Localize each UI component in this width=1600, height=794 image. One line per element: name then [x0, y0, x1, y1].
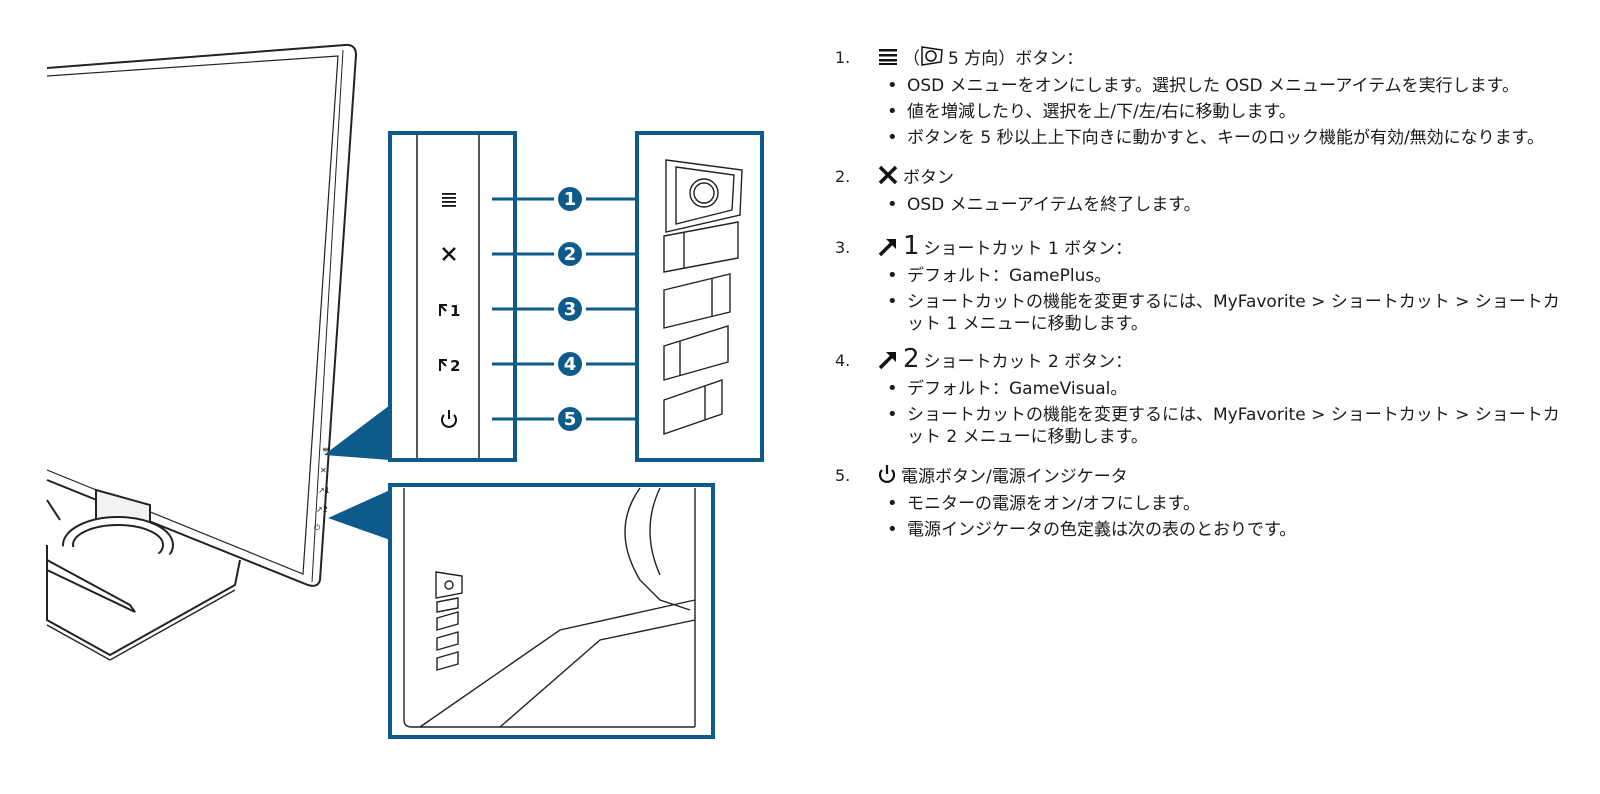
- bullet-item: モニターの電源をオン/オフにします。: [887, 493, 1565, 515]
- title-paren: （: [903, 48, 920, 69]
- bullet-list: OSD メニューアイテムを終了します。: [835, 194, 1565, 216]
- bullet-item: OSD メニューアイテムを終了します。: [887, 194, 1565, 216]
- bullet-item: OSD メニューをオンにします。選択した OSD メニューアイテムを実行します。: [887, 75, 1565, 97]
- item-title-row: 2 ショートカット 2 ボタン：: [877, 343, 1132, 375]
- monitor-controls-diagram: ≡ ✕ ↗1 ↗2 ⏻ 1 2: [46, 43, 764, 739]
- five-way-joystick-icon: [665, 159, 743, 233]
- item-number: 5.: [835, 466, 851, 485]
- bullet-item: ショートカットの機能を変更するには、MyFavorite > ショートカット >…: [887, 291, 1565, 335]
- item-head: 5. 電源ボタン/電源インジケータ: [835, 458, 1565, 490]
- shortcut-icon: [877, 348, 899, 370]
- side-shortcut2-label: ↗2: [316, 505, 328, 514]
- callout-badges: 1 2 3 4 5: [554, 183, 586, 435]
- item-number: 1.: [835, 48, 851, 67]
- item-head: 4. 2 ショートカット 2 ボタン：: [835, 343, 1565, 375]
- monitor-illustration: [46, 43, 358, 661]
- bullet-item: 値を増減したり、選択を上/下/左/右に移動します。: [887, 101, 1565, 123]
- item-title-row: ボタン: [877, 159, 954, 191]
- physical-buttons-panel: [635, 131, 764, 462]
- item-title-row: 電源ボタン/電源インジケータ: [877, 458, 1128, 490]
- item-title: ショートカット 1 ボタン：: [923, 238, 1133, 259]
- bullet-item: ボタンを 5 秒以上上下向きに動かすと、キーのロック機能が有効/無効になります。: [887, 127, 1565, 149]
- shortcut-1-icon: 1: [439, 302, 460, 320]
- menu-icon: [877, 47, 899, 65]
- svg-text:2: 2: [450, 357, 460, 375]
- zoom-wedge-lower: [328, 490, 390, 540]
- bullet-list: デフォルト：GamePlus。 ショートカットの機能を変更するには、MyFavo…: [835, 265, 1565, 335]
- bullet-item: デフォルト：GameVisual。: [887, 378, 1565, 400]
- shortcut-2-icon: 2: [439, 357, 460, 375]
- item-number: 4.: [835, 351, 851, 370]
- item-number: 2.: [835, 167, 851, 186]
- side-menu-label: ≡: [322, 445, 329, 454]
- callout-4: 4: [564, 354, 577, 375]
- power-icon: [877, 463, 897, 485]
- item-close-button: 2. ボタン OSD メニューアイテムを終了します。: [835, 159, 1565, 216]
- item-title-row: 1 ショートカット 1 ボタン：: [877, 230, 1132, 262]
- callout-3: 3: [564, 299, 577, 320]
- item-title: ボタン: [903, 167, 954, 188]
- power-icon: [441, 410, 457, 428]
- shortcut-number: 2: [903, 344, 920, 374]
- bullet-item: デフォルト：GamePlus。: [887, 265, 1565, 287]
- item-shortcut-2-button: 4. 2 ショートカット 2 ボタン： デフォルト：GameVisual。 ショ…: [835, 343, 1565, 448]
- button-descriptions: 1. （ 5 方向）ボタン： OSD メニューをオンにします。選択した OSD …: [835, 40, 1565, 545]
- close-icon: [877, 164, 899, 186]
- button-label-panel: 1 2: [388, 131, 517, 462]
- bullet-list: デフォルト：GameVisual。 ショートカットの機能を変更するには、MyFa…: [835, 378, 1565, 448]
- item-title: ショートカット 2 ボタン：: [923, 351, 1133, 372]
- monitor-side-buttons: ≡ ✕ ↗1 ↗2 ⏻: [314, 445, 330, 532]
- item-number: 3.: [835, 238, 851, 257]
- bullet-item: 電源インジケータの色定義は次の表のとおりです。: [887, 519, 1565, 541]
- side-close-label: ✕: [320, 466, 327, 475]
- item-title-row: （ 5 方向）ボタン：: [877, 40, 1083, 72]
- shortcut-number: 1: [903, 231, 920, 261]
- item-title: 電源ボタン/電源インジケータ: [901, 466, 1128, 487]
- item-head: 3. 1 ショートカット 1 ボタン：: [835, 230, 1565, 262]
- item-shortcut-1-button: 3. 1 ショートカット 1 ボタン： デフォルト：GamePlus。 ショート…: [835, 230, 1565, 335]
- item-menu-button: 1. （ 5 方向）ボタン： OSD メニューをオンにします。選択した OSD …: [835, 40, 1565, 149]
- zoom-wedge-upper: [324, 405, 390, 460]
- menu-icon: [442, 193, 456, 207]
- five-way-joystick-icon: [920, 45, 944, 67]
- bullet-list: OSD メニューをオンにします。選択した OSD メニューアイテムを実行します。…: [835, 75, 1565, 149]
- callout-2: 2: [564, 244, 577, 265]
- side-power-label: ⏻: [314, 523, 321, 532]
- callout-5: 5: [564, 409, 577, 430]
- callout-1: 1: [564, 189, 577, 210]
- close-icon: [442, 247, 456, 261]
- rear-view-panel: [388, 483, 715, 739]
- item-head: 1. （ 5 方向）ボタン：: [835, 40, 1565, 72]
- svg-text:1: 1: [450, 302, 460, 320]
- shortcut-icon: [877, 235, 899, 257]
- bullet-item: ショートカットの機能を変更するには、MyFavorite > ショートカット >…: [887, 404, 1565, 448]
- item-title: 5 方向）ボタン：: [948, 48, 1084, 69]
- bullet-list: モニターの電源をオン/オフにします。 電源インジケータの色定義は次の表のとおりで…: [835, 493, 1565, 541]
- item-power-button: 5. 電源ボタン/電源インジケータ モニターの電源をオン/オフにします。 電源イ…: [835, 458, 1565, 541]
- side-shortcut1-label: ↗1: [318, 486, 330, 495]
- item-head: 2. ボタン: [835, 159, 1565, 191]
